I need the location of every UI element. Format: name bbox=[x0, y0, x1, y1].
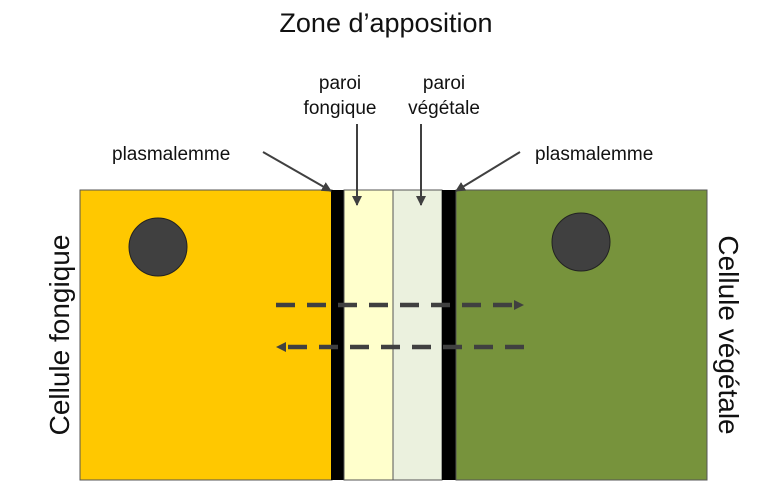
plant-wall-label-line1: paroi bbox=[423, 73, 465, 94]
plasmalemma-left-pointer bbox=[262, 151, 332, 192]
plant-cell-label: Cellule végétale bbox=[713, 235, 744, 434]
plasmalemma-right-pointer bbox=[455, 151, 521, 192]
plant-plasmalemma bbox=[442, 190, 456, 480]
fungal-nucleus bbox=[128, 217, 188, 277]
fungal-wall-label-line2: fongique bbox=[304, 98, 377, 119]
plant-wall-label-line2: végétale bbox=[408, 98, 480, 119]
fungal-plasmalemma bbox=[331, 190, 344, 480]
fungal-wall bbox=[343, 189, 394, 481]
plasmalemma-left-label: plasmalemme bbox=[112, 144, 230, 165]
plasmalemma-right-label: plasmalemme bbox=[535, 144, 653, 165]
diagram-title: Zone d’apposition bbox=[279, 8, 492, 38]
fungal-cell-label: Cellule fongique bbox=[44, 235, 75, 436]
fungal-cell bbox=[79, 189, 333, 481]
fungal-wall-label-line1: paroi bbox=[319, 73, 361, 94]
plant-nucleus bbox=[551, 212, 611, 272]
plant-wall bbox=[392, 189, 443, 481]
